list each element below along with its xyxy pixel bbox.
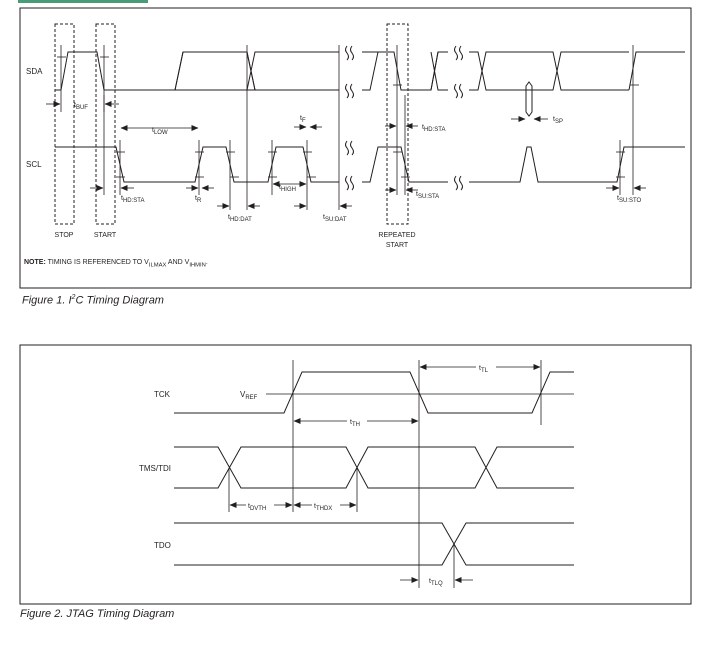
t-r-label: tR [195,195,202,204]
t-su-dat-label: tSU:DAT [323,214,347,223]
tms-tdi-waveform [174,446,574,489]
tdo-waveform [174,522,574,566]
t-th-label-bg [347,416,367,426]
t-tlq-label: tTLQ [429,578,443,587]
t-high-label: tHIGH [279,184,296,193]
tck-waveform [174,371,574,414]
t-f-label: tF [300,115,306,124]
stop-label: STOP [55,232,74,239]
t-th-label: tTH [350,419,360,428]
t-sp-label: tSP [553,116,563,125]
t-hd-sta-label: tHD:STA [121,195,145,204]
tsp-spike-marker [525,81,533,117]
repeated-start-label-line1: REPEATED [378,232,415,239]
tck-label: TCK [154,390,171,399]
t-buf-label: tBUF [74,102,88,111]
t-dvth-label: tDVTH [248,503,266,512]
scl-break-marks [345,140,463,191]
figure1-frame [19,7,692,289]
sda-waveform [55,51,685,91]
figure2-frame [19,344,692,605]
timing-reference-note: NOTE: TIMING IS REFERENCED TO VILMAX AND… [24,259,208,269]
tms-tdi-label: TMS/TDI [139,464,171,473]
t-thdx-label-bg [312,500,340,510]
t-thdx-label: tTHDX [314,503,332,512]
figure2-reference-lines [228,360,542,588]
start-label: START [94,232,117,239]
t-tl-label: tTL [479,365,489,374]
t-hd-dat-label: tHD:DAT [228,214,252,223]
figure2-caption: Figure 2. JTAG Timing Diagram [20,608,175,620]
stop-condition-box [54,23,75,225]
header-accent-bar [18,0,148,3]
sda-break-marks [345,45,463,99]
t-su-sta-label: tSU:STA [416,191,439,200]
figure1-caption: Figure 1. I2C Timing Diagram [22,294,164,307]
figure1-reference-lines [60,45,634,210]
threshold-ticks [57,56,639,178]
t-low-label: tLOW [152,127,168,136]
t-tl-label-bg [476,362,496,372]
scl-label: SCL [26,160,42,169]
t-dvth-label-bg [246,500,274,510]
t-hd-sta-repeated-label: tHD:STA [422,124,446,133]
t-su-sto-label: tSU:STO [617,195,642,204]
figure1-timing-arrows [46,101,646,209]
start-condition-box [95,23,116,225]
sda-label: SDA [26,67,43,76]
scl-waveform [55,146,685,183]
tdo-label: TDO [154,541,171,550]
vref-label: VREF [240,390,258,401]
figure2-timing-arrows [229,364,541,583]
repeated-start-label-line2: START [386,242,409,249]
